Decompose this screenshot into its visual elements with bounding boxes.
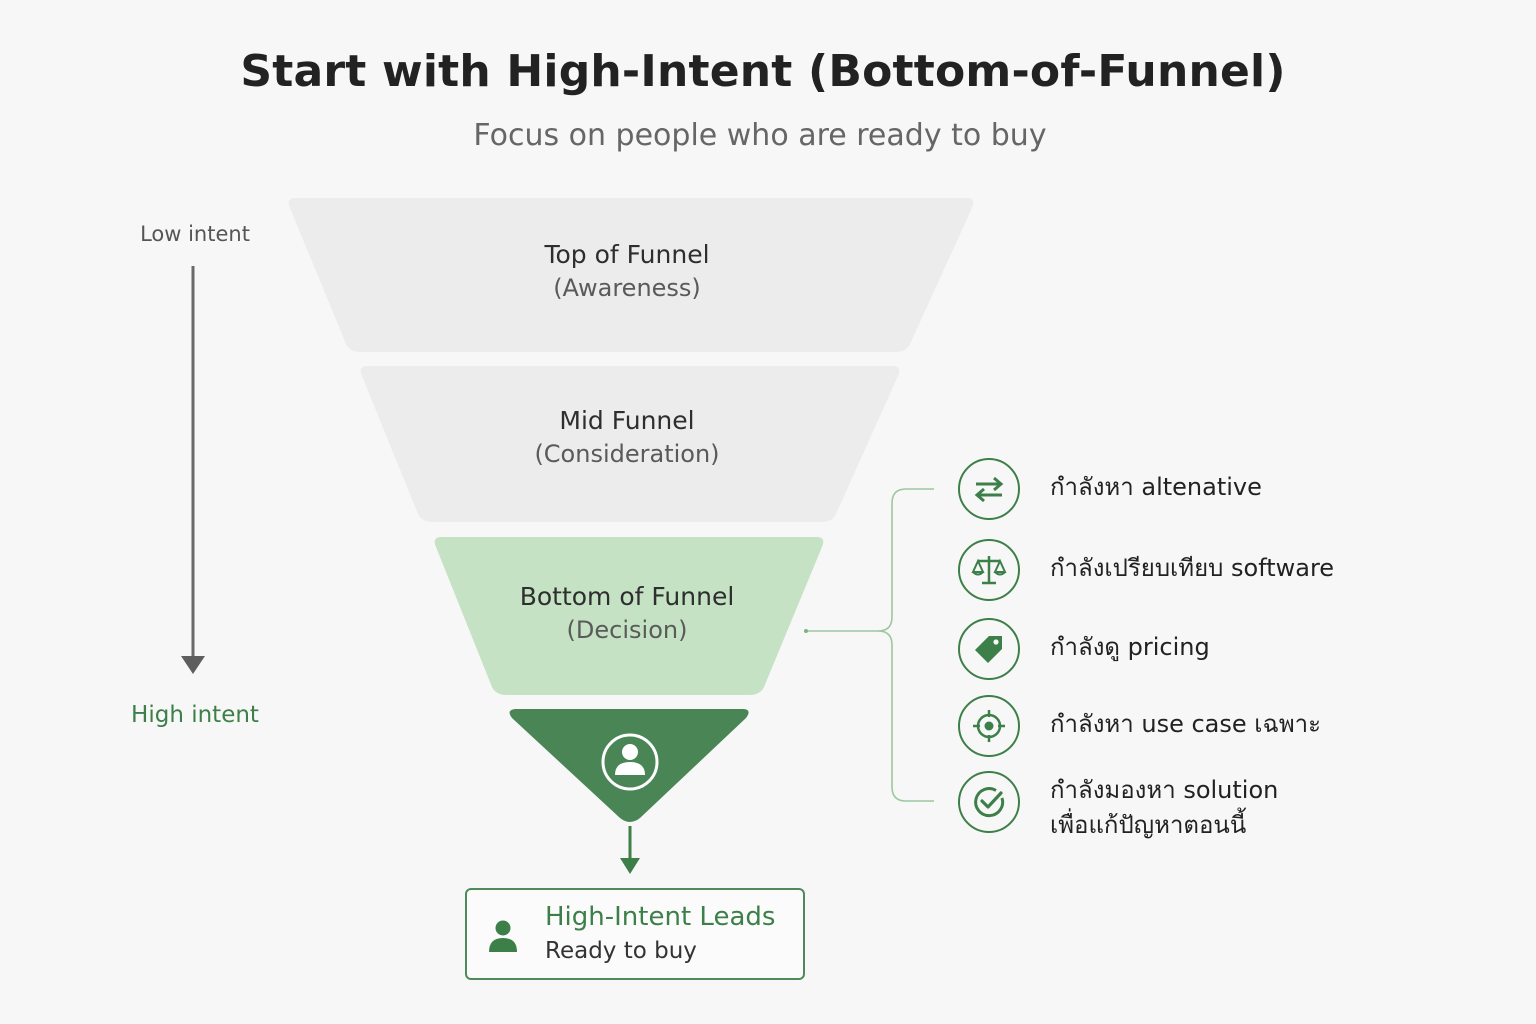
target-crosshair-icon	[958, 695, 1020, 757]
signal-label: กำลังมองหา solution เพื่อแก้ปัญหาตอนนี้	[1050, 771, 1278, 843]
low-intent-label: Low intent	[140, 222, 250, 246]
funnel-stage-top	[288, 198, 974, 352]
price-tag-icon	[958, 618, 1020, 680]
signal-label: กำลังเปรียบเทียบ software	[1050, 554, 1335, 582]
signal-label: กำลังหา altenative	[1050, 473, 1262, 501]
signal-item-solution: กำลังมองหา solution เพื่อแก้ปัญหาตอนนี้	[958, 771, 1278, 843]
user-circle-icon	[601, 733, 659, 791]
stage-mid-sub: (Consideration)	[534, 439, 720, 468]
stage-bottom-label: Bottom of Funnel (Decision)	[427, 580, 827, 646]
signal-label-line2: เพื่อแก้ปัญหาตอนนี้	[1050, 810, 1247, 839]
stage-top-sub: (Awareness)	[553, 273, 701, 302]
signal-item-use-case: กำลังหา use case เฉพาะ	[958, 695, 1321, 757]
leads-subtitle: Ready to buy	[545, 938, 697, 964]
stage-bottom-name: Bottom of Funnel	[519, 582, 735, 611]
stage-mid-name: Mid Funnel	[559, 406, 695, 435]
signal-label-line1: กำลังมองหา solution	[1050, 776, 1279, 804]
page-title: Start with High-Intent (Bottom-of-Funnel…	[240, 46, 1286, 97]
stage-top-label: Top of Funnel (Awareness)	[427, 238, 827, 304]
signal-item-pricing: กำลังดู pricing	[958, 618, 1210, 680]
intent-arrow-head	[181, 656, 205, 674]
user-icon	[489, 920, 517, 952]
signal-item-alternative: กำลังหา altenative	[958, 458, 1262, 520]
high-intent-leads-card: High-Intent Leads Ready to buy	[465, 888, 805, 980]
stage-bottom-sub: (Decision)	[566, 615, 688, 644]
page-subtitle: Focus on people who are ready to buy	[473, 118, 1047, 153]
signals-bracket	[806, 488, 934, 802]
signal-item-compare: กำลังเปรียบเทียบ software	[958, 539, 1334, 601]
funnel-stage-mid	[360, 366, 900, 522]
signal-label: กำลังดู pricing	[1050, 633, 1210, 661]
funnel-stage-bottom	[434, 537, 824, 695]
stage-mid-label: Mid Funnel (Consideration)	[427, 404, 827, 470]
leads-arrow-head	[620, 858, 640, 874]
signal-label: กำลังหา use case เฉพาะ	[1050, 710, 1322, 738]
high-intent-label: High intent	[131, 702, 259, 728]
leads-title: High-Intent Leads	[545, 902, 776, 932]
bracket-dot	[804, 629, 808, 633]
check-circle-icon	[958, 771, 1020, 833]
balance-scale-icon	[958, 539, 1020, 601]
stage-top-name: Top of Funnel	[544, 240, 710, 269]
swap-arrows-icon	[958, 458, 1020, 520]
